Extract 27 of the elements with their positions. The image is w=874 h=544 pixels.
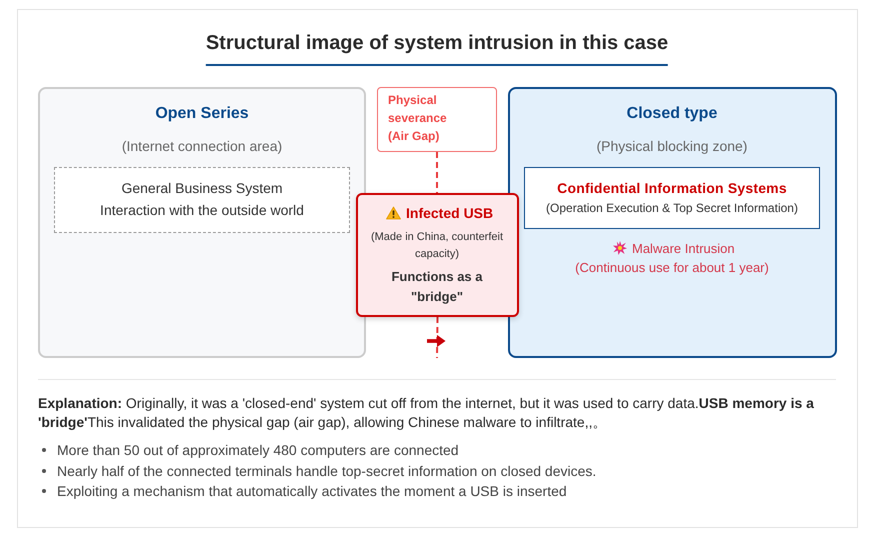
box-text: General Business System xyxy=(121,179,283,198)
list-item: More than 50 out of approximately 480 computers are connected xyxy=(57,441,459,460)
zone-panel xyxy=(38,87,366,358)
dashed-line xyxy=(436,316,438,358)
panel-subtitle: (Internet connection area) xyxy=(122,137,282,156)
label-box xyxy=(377,87,497,152)
box-heading: Confidential Information Systems xyxy=(557,179,787,197)
system-box xyxy=(54,167,350,233)
title: Structural image of system intrusion in this case xyxy=(206,31,668,66)
alert-text: Malware Intrusion xyxy=(632,240,735,258)
dashed-line xyxy=(436,152,438,193)
system-box xyxy=(524,167,820,229)
warning-box xyxy=(356,193,519,317)
zone-panel xyxy=(508,87,837,358)
list-item: Nearly half of the connected terminals handle top-secret information on closed devices. xyxy=(57,462,596,480)
box-text: Functions as a "bridge" xyxy=(390,268,484,306)
box-heading: Infected USB xyxy=(406,204,494,222)
explanation-text: Explanation: Originally, it was a 'closed-end' system cut off from the internet, but it was used to carry data.USB memory is a 'bridge'This invalidated the physical gap (air gap), allowing Chinese malware to infiltrate,,。 xyxy=(38,394,815,432)
panel-subtitle: (Physical blocking zone) xyxy=(596,137,748,156)
panel-heading: Closed type xyxy=(626,104,718,124)
list-item: Exploiting a mechanism that automatically activates the moment a USB is inserted xyxy=(57,482,567,501)
box-text: (Operation Execution & Top Secret Information) xyxy=(546,200,798,216)
box-label: Physical severance (Air Gap) xyxy=(388,92,448,145)
panel-heading: Open Series xyxy=(155,104,249,124)
box-text: Interaction with the outside world xyxy=(100,201,304,220)
alert-text: (Continuous use for about 1 year) xyxy=(575,258,769,276)
box-note: (Made in China, counterfeit capacity) xyxy=(370,230,504,262)
